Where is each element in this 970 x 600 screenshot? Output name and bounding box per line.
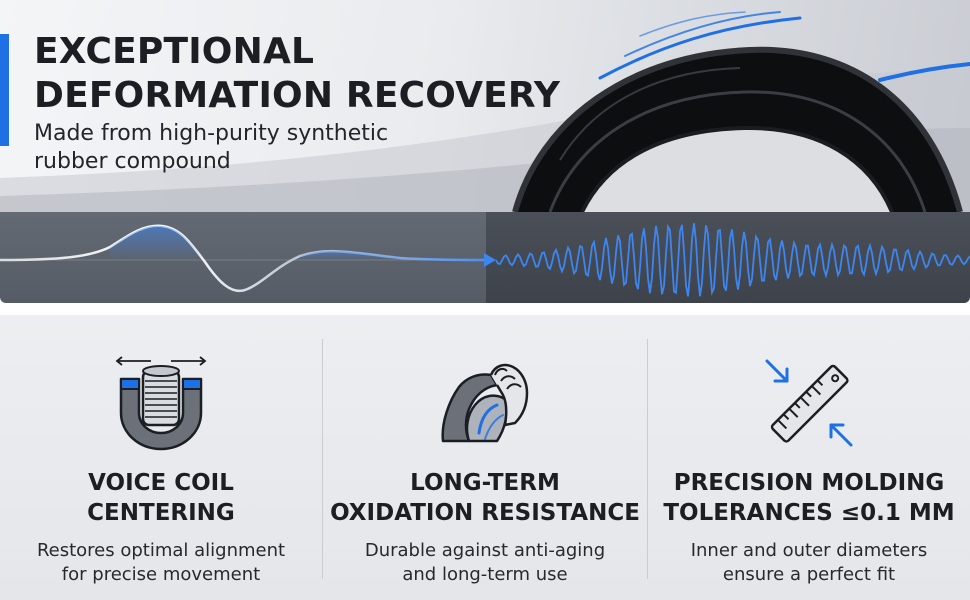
feature-oxidation-resistance: LONG-TERM OXIDATION RESISTANCE Durable a… — [324, 315, 646, 600]
feature-description-line-2: ensure a perfect fit — [722, 564, 896, 585]
waveform-band — [0, 212, 970, 303]
accent-bar — [0, 34, 9, 146]
hero-title-line-1: EXCEPTIONAL — [34, 31, 315, 72]
feature-title: LONG-TERM OXIDATION RESISTANCE — [324, 468, 646, 528]
hero-subtitle-line-2: rubber compound — [34, 149, 231, 174]
feature-description-line-2: for precise movement — [61, 564, 261, 585]
hero-title: EXCEPTIONAL DEFORMATION RECOVERY — [34, 30, 560, 118]
earpad-image — [512, 46, 963, 212]
section-gap — [0, 303, 970, 315]
hero-subtitle-line-1: Made from high-purity synthetic — [34, 121, 389, 146]
feature-description-line-1: Durable against anti-aging — [364, 540, 606, 561]
magnet-voice-coil-icon — [115, 356, 207, 451]
feature-title-line-2: TOLERANCES ≤0.1 MM — [663, 500, 955, 526]
feature-title-line-1: LONG-TERM — [410, 470, 560, 496]
feature-title-line-1: PRECISION MOLDING — [673, 470, 945, 496]
feature-description: Restores optimal alignment for precise m… — [0, 539, 322, 587]
feature-voice-coil: VOICE COIL CENTERING Restores optimal al… — [0, 315, 322, 600]
features-section: VOICE COIL CENTERING Restores optimal al… — [0, 315, 970, 600]
feature-title: PRECISION MOLDING TOLERANCES ≤0.1 MM — [648, 468, 970, 528]
feature-title: VOICE COIL CENTERING — [0, 468, 322, 528]
feature-divider — [322, 339, 323, 579]
feature-divider — [647, 339, 648, 579]
hero-subtitle: Made from high-purity synthetic rubber c… — [34, 120, 388, 176]
hero-section: EXCEPTIONAL DEFORMATION RECOVERY Made fr… — [0, 0, 970, 212]
feature-description-line-1: Restores optimal alignment — [36, 540, 286, 561]
feature-title-line-2: OXIDATION RESISTANCE — [330, 500, 640, 526]
waveform-graphic — [0, 223, 970, 297]
feature-description-line-1: Inner and outer diameters — [690, 540, 928, 561]
feature-description-line-2: and long-term use — [402, 564, 568, 585]
feature-precision-molding: PRECISION MOLDING TOLERANCES ≤0.1 MM Inn… — [648, 315, 970, 600]
feature-description: Durable against anti-aging and long-term… — [324, 539, 646, 587]
feature-title-line-2: CENTERING — [87, 500, 235, 526]
hero-title-line-2: DEFORMATION RECOVERY — [34, 75, 561, 116]
feature-title-line-1: VOICE COIL — [88, 470, 234, 496]
hand-pressing-pad-icon — [441, 363, 529, 443]
feature-description: Inner and outer diameters ensure a perfe… — [648, 539, 970, 587]
ruler-tolerance-icon — [765, 359, 853, 447]
